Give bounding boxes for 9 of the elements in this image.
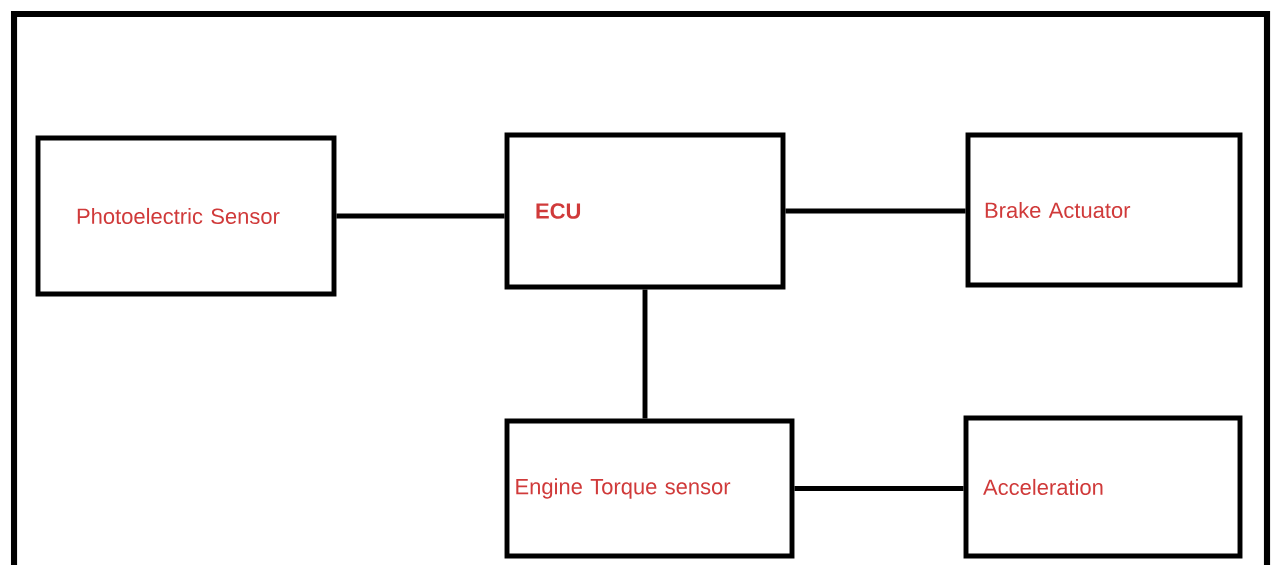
block-box: Engine Torque sensor: [504, 418, 795, 559]
connector-line: [642, 289, 648, 419]
block-box: Acceleration: [963, 415, 1243, 559]
block-box: Brake Actuator: [965, 132, 1243, 288]
connector-line: [336, 213, 505, 219]
block-box: Photoelectric Sensor: [35, 135, 337, 297]
connector-line: [785, 208, 966, 214]
connector-line: [794, 486, 964, 491]
block-box: ECU: [504, 132, 786, 290]
